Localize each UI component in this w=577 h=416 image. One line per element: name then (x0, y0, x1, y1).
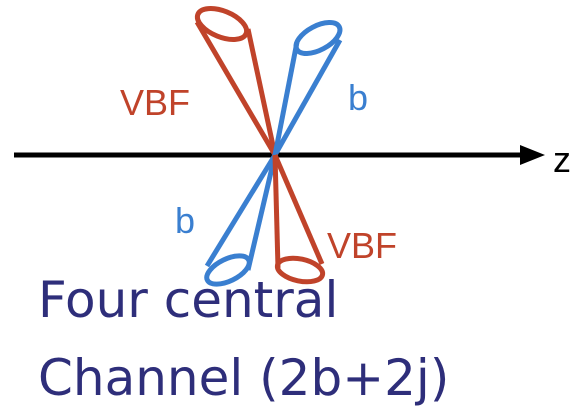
caption-line-1: Four central (38, 271, 339, 329)
z-axis-arrowhead (520, 145, 545, 165)
vbf-jet-lower (272, 154, 326, 285)
vbf-jet-upper (194, 6, 278, 157)
b-label-lower: b (175, 200, 195, 241)
vbf-label-upper: VBF (120, 82, 190, 123)
b-jet-lower (204, 153, 278, 287)
vbf-label-lower: VBF (327, 225, 397, 266)
b-label-upper: b (348, 77, 368, 118)
z-axis-label: z (553, 139, 571, 180)
caption-line-2: Channel (2b+2j) (38, 349, 450, 407)
b-jet-upper (272, 20, 343, 157)
